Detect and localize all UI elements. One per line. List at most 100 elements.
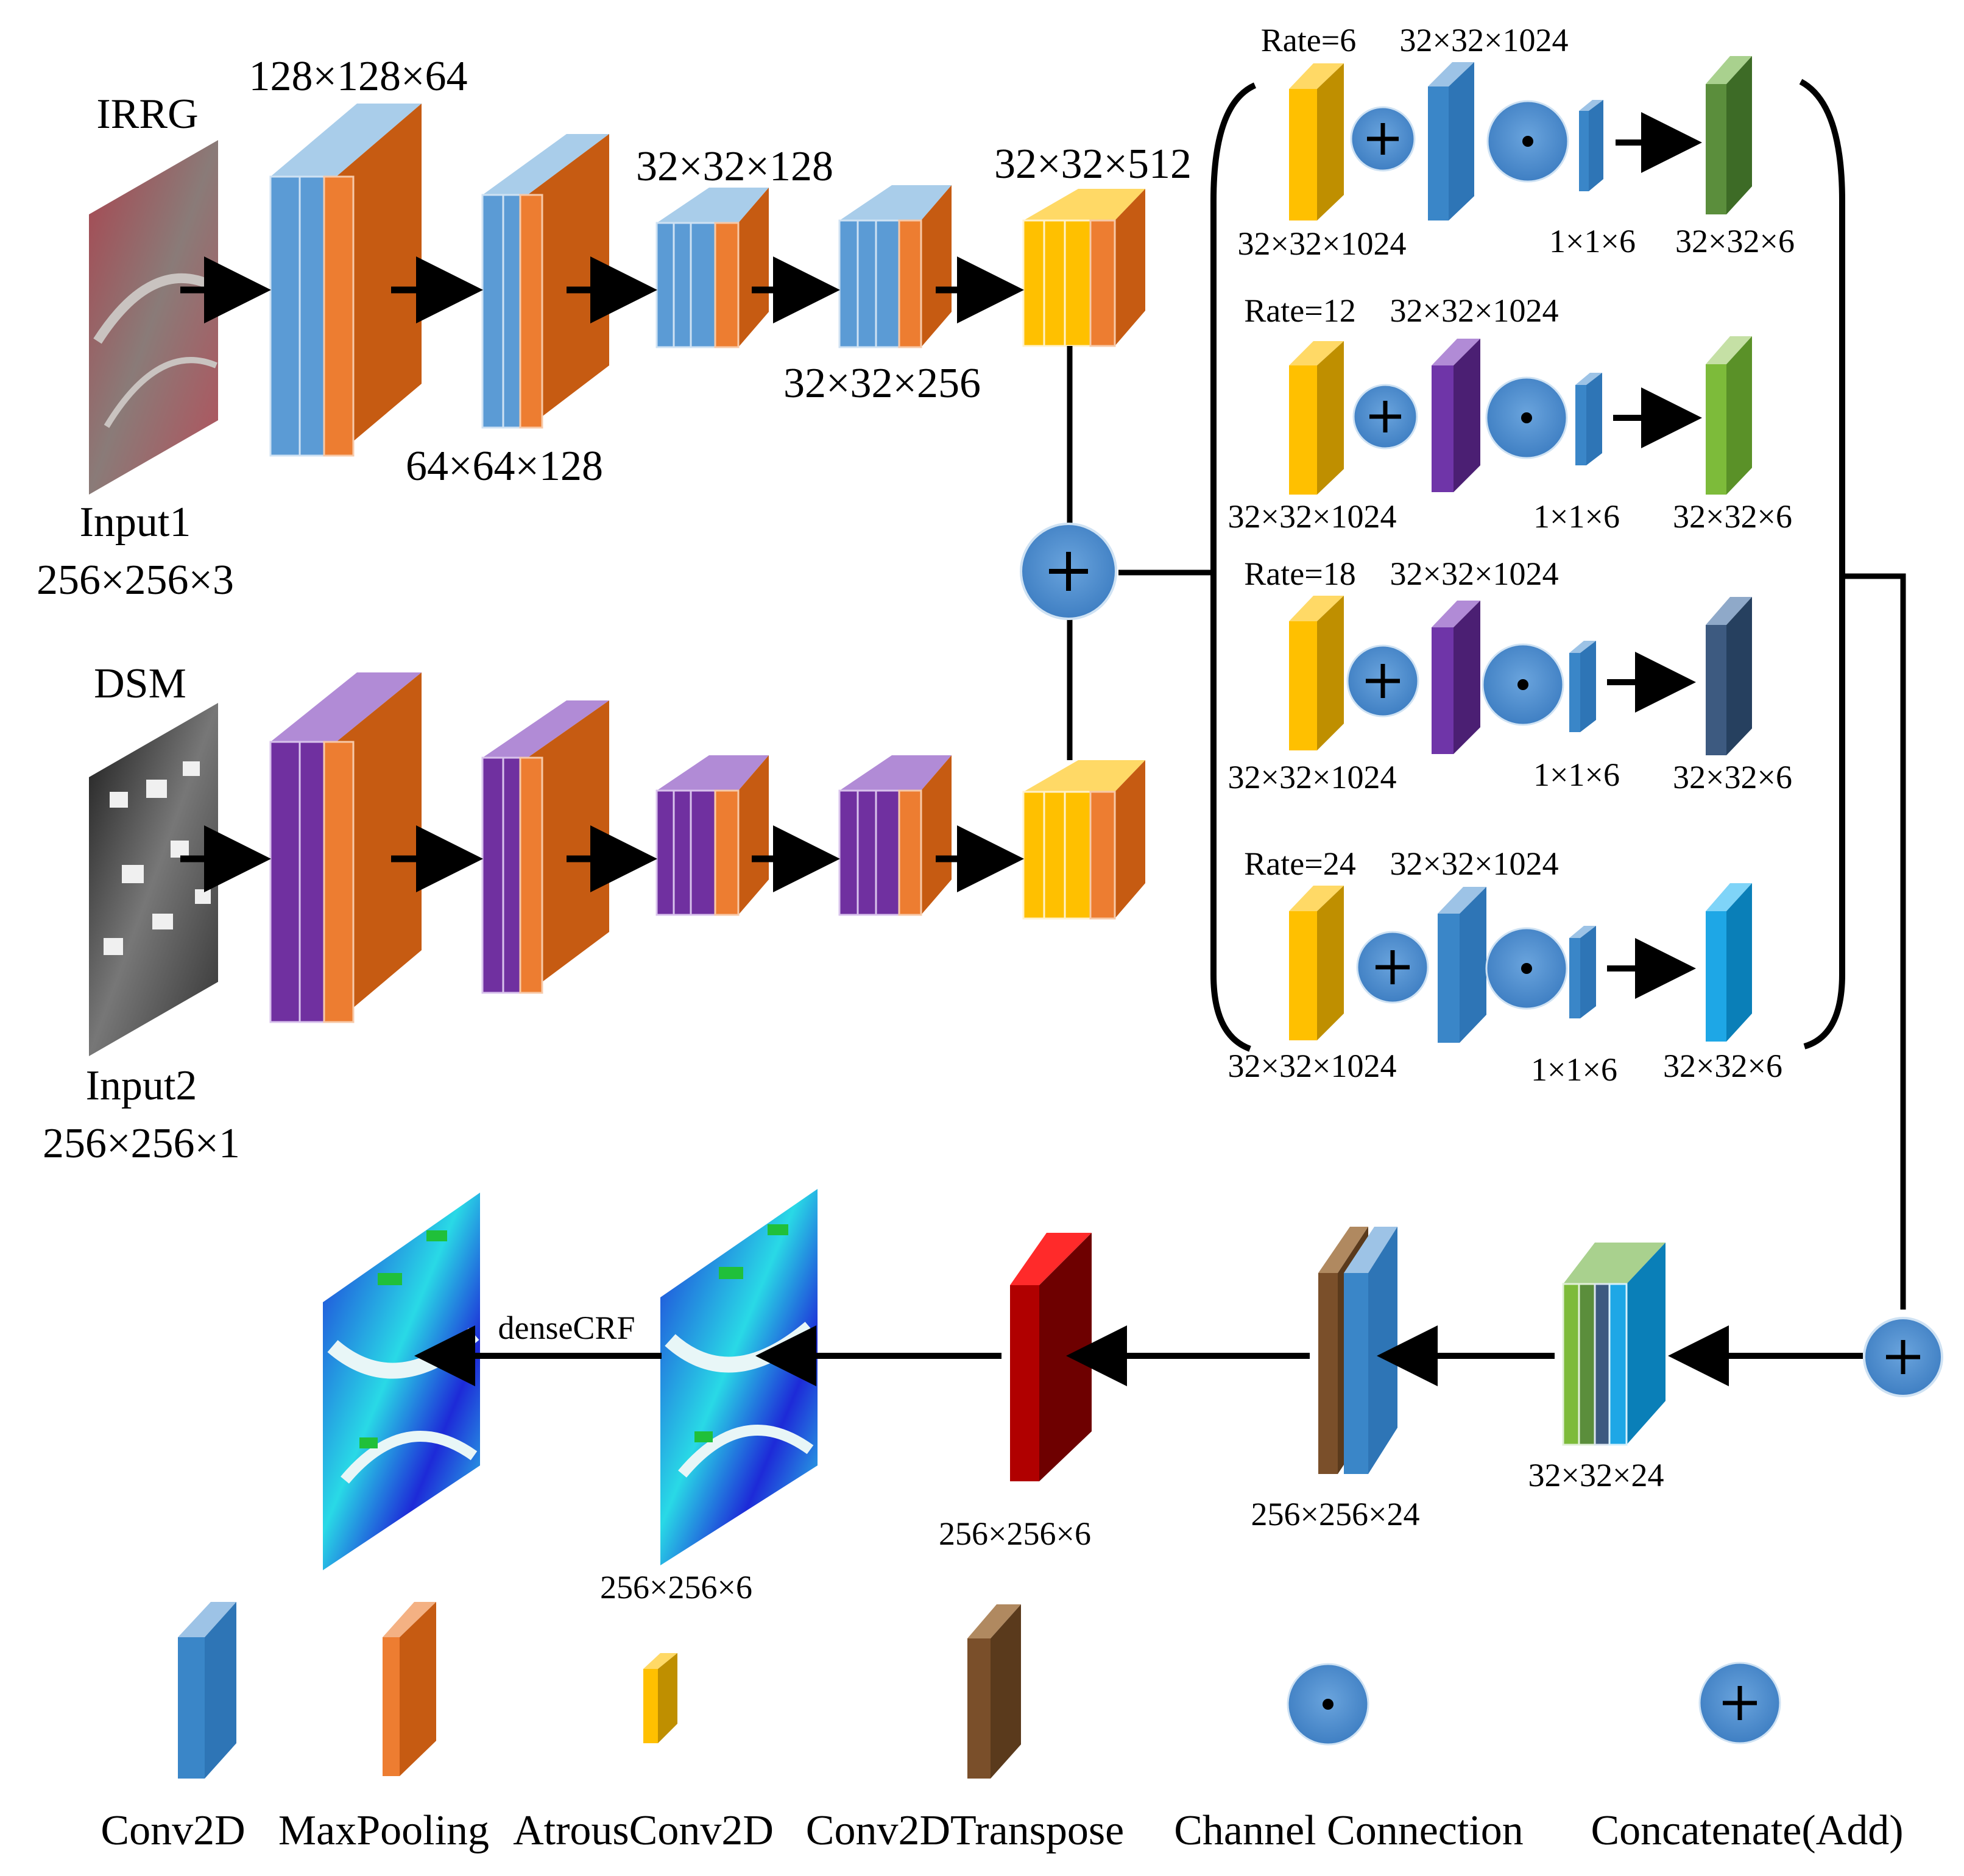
add-icon <box>1356 931 1429 1004</box>
legend-atrousconv2d: AtrousConv2D <box>513 1807 774 1854</box>
channel-block <box>1579 100 1603 191</box>
channel-connection-icon <box>1287 1663 1369 1746</box>
input1-size: 256×256×3 <box>37 557 234 604</box>
aspp-rate-6: Rate=6 <box>1261 22 1356 58</box>
concat-block <box>1562 1243 1666 1446</box>
aspp-rate-12: Rate=12 <box>1244 292 1355 329</box>
aspp-4-atrous-size: 32×32×1024 <box>1390 845 1559 882</box>
legend: Conv2D MaxPooling AtrousConv2D Conv2DTra… <box>101 1602 1904 1854</box>
encoder-top-block-1 <box>269 104 422 457</box>
atrous-block <box>1289 341 1344 495</box>
aspp-2-out-size: 32×32×6 <box>1673 498 1792 535</box>
output-block <box>1706 597 1752 755</box>
aspp-1-channel-size: 1×1×6 <box>1549 223 1636 259</box>
encoder-arrows <box>180 256 1024 892</box>
seg-size: 256×256×6 <box>600 1569 752 1606</box>
encoder-bottom-block-4 <box>838 755 952 916</box>
aspp-4-out-size: 32×32×6 <box>1663 1048 1782 1084</box>
legend-channel-connection: Channel Connection <box>1174 1807 1524 1854</box>
fusion-add-icon <box>1020 523 1117 620</box>
input2-image <box>89 703 218 1056</box>
aspp-1-atrous-size: 32×32×1024 <box>1400 22 1569 58</box>
encoder-bottom-block-2 <box>481 700 609 994</box>
aspp-2-channel-size: 1×1×6 <box>1533 498 1620 535</box>
aspp-branch-3 <box>1289 596 1752 755</box>
input1-name: IRRG <box>96 91 198 138</box>
encoder-bottom-block-5 <box>1022 760 1145 920</box>
encoder-bottom-block-1 <box>269 672 422 1023</box>
input1-label: Input1 <box>80 499 191 546</box>
atrous-block <box>1289 596 1344 750</box>
channel-connection-icon <box>1482 643 1564 726</box>
atrous-block-icon <box>643 1653 677 1743</box>
input1-image <box>89 140 218 495</box>
add-icon <box>1352 384 1418 450</box>
dim-64x64x128: 64×64×128 <box>406 443 603 490</box>
channel-block <box>1569 641 1596 732</box>
transpose-block-icon <box>967 1604 1021 1779</box>
aspp-3-out-size: 32×32×6 <box>1673 759 1792 795</box>
output-block <box>1706 883 1752 1042</box>
final-conv-block <box>1010 1233 1092 1481</box>
add-icon <box>1346 644 1419 718</box>
concatenate-add-icon <box>1698 1662 1781 1744</box>
aspp-1-conv-size: 32×32×1024 <box>1238 225 1407 262</box>
transpose-block <box>1318 1227 1397 1474</box>
channel-connection-icon <box>1485 927 1568 1010</box>
aspp-output-connector <box>1842 573 1906 1310</box>
aspp-4-channel-size: 1×1×6 <box>1531 1051 1617 1088</box>
legend-conv2d: Conv2D <box>101 1807 245 1854</box>
aspp-branch-1 <box>1289 56 1752 220</box>
crf-label: denseCRF <box>498 1310 635 1346</box>
fusion-connectors <box>1067 346 1212 760</box>
atrous-purple-block <box>1432 339 1480 492</box>
aspp-rate-24: Rate=24 <box>1244 845 1355 882</box>
atrous-block <box>1289 63 1344 220</box>
encoder-top-block-2 <box>481 134 609 429</box>
aspp-branch-2 <box>1289 336 1752 495</box>
transpose-size: 256×256×24 <box>1251 1496 1420 1532</box>
segmentation-map <box>660 1189 818 1565</box>
aspp-1-out-size: 32×32×6 <box>1675 223 1795 259</box>
channel-connection-icon <box>1486 100 1569 183</box>
aspp-3-atrous-size: 32×32×1024 <box>1390 555 1559 592</box>
concat-size: 32×32×24 <box>1528 1457 1664 1493</box>
dim-32x32x512: 32×32×512 <box>994 141 1192 188</box>
legend-concatenate-add: Concatenate(Add) <box>1591 1807 1903 1854</box>
aspp-branch-4 <box>1289 883 1752 1043</box>
aspp-rate-18: Rate=18 <box>1244 555 1355 592</box>
dim-32x32x256: 32×32×256 <box>783 360 981 407</box>
input2-label: Input2 <box>86 1062 197 1109</box>
atrous-purple-block <box>1432 601 1480 754</box>
aspp-2-atrous-size: 32×32×1024 <box>1390 292 1559 329</box>
aspp-3-conv-size: 32×32×1024 <box>1228 759 1397 795</box>
aspp-3-channel-size: 1×1×6 <box>1533 756 1620 793</box>
encoder-top-block-4 <box>838 185 952 348</box>
add-icon <box>1350 106 1416 172</box>
aspp-2-conv-size: 32×32×1024 <box>1228 498 1397 535</box>
crf-map <box>323 1193 480 1570</box>
dim-32x32x128: 32×32×128 <box>636 143 833 190</box>
legend-conv2dtranspose: Conv2DTranspose <box>806 1807 1124 1854</box>
encoder-bottom-block-3 <box>655 755 769 916</box>
legend-maxpooling: MaxPooling <box>278 1807 489 1854</box>
channel-block <box>1569 926 1596 1018</box>
encoder-top-block-5 <box>1022 189 1145 347</box>
channel-connection-icon <box>1485 376 1568 459</box>
output-block <box>1706 56 1752 214</box>
channel-block <box>1575 373 1602 465</box>
atrous-block <box>1289 886 1344 1040</box>
output-block <box>1706 336 1752 495</box>
encoder-top-block-3 <box>655 188 769 348</box>
input2-name: DSM <box>94 660 186 707</box>
final-add-icon <box>1863 1317 1943 1397</box>
dim-128x128x64: 128×128×64 <box>249 53 468 100</box>
aspp-right-bracket <box>1799 79 1845 1049</box>
conv-block <box>1428 62 1474 220</box>
aspp-left-bracket <box>1210 82 1257 1052</box>
conv2d-block-icon <box>178 1602 236 1779</box>
conv-block <box>1438 887 1486 1043</box>
input2-size: 256×256×1 <box>43 1120 240 1167</box>
aspp-4-conv-size: 32×32×1024 <box>1228 1048 1397 1084</box>
